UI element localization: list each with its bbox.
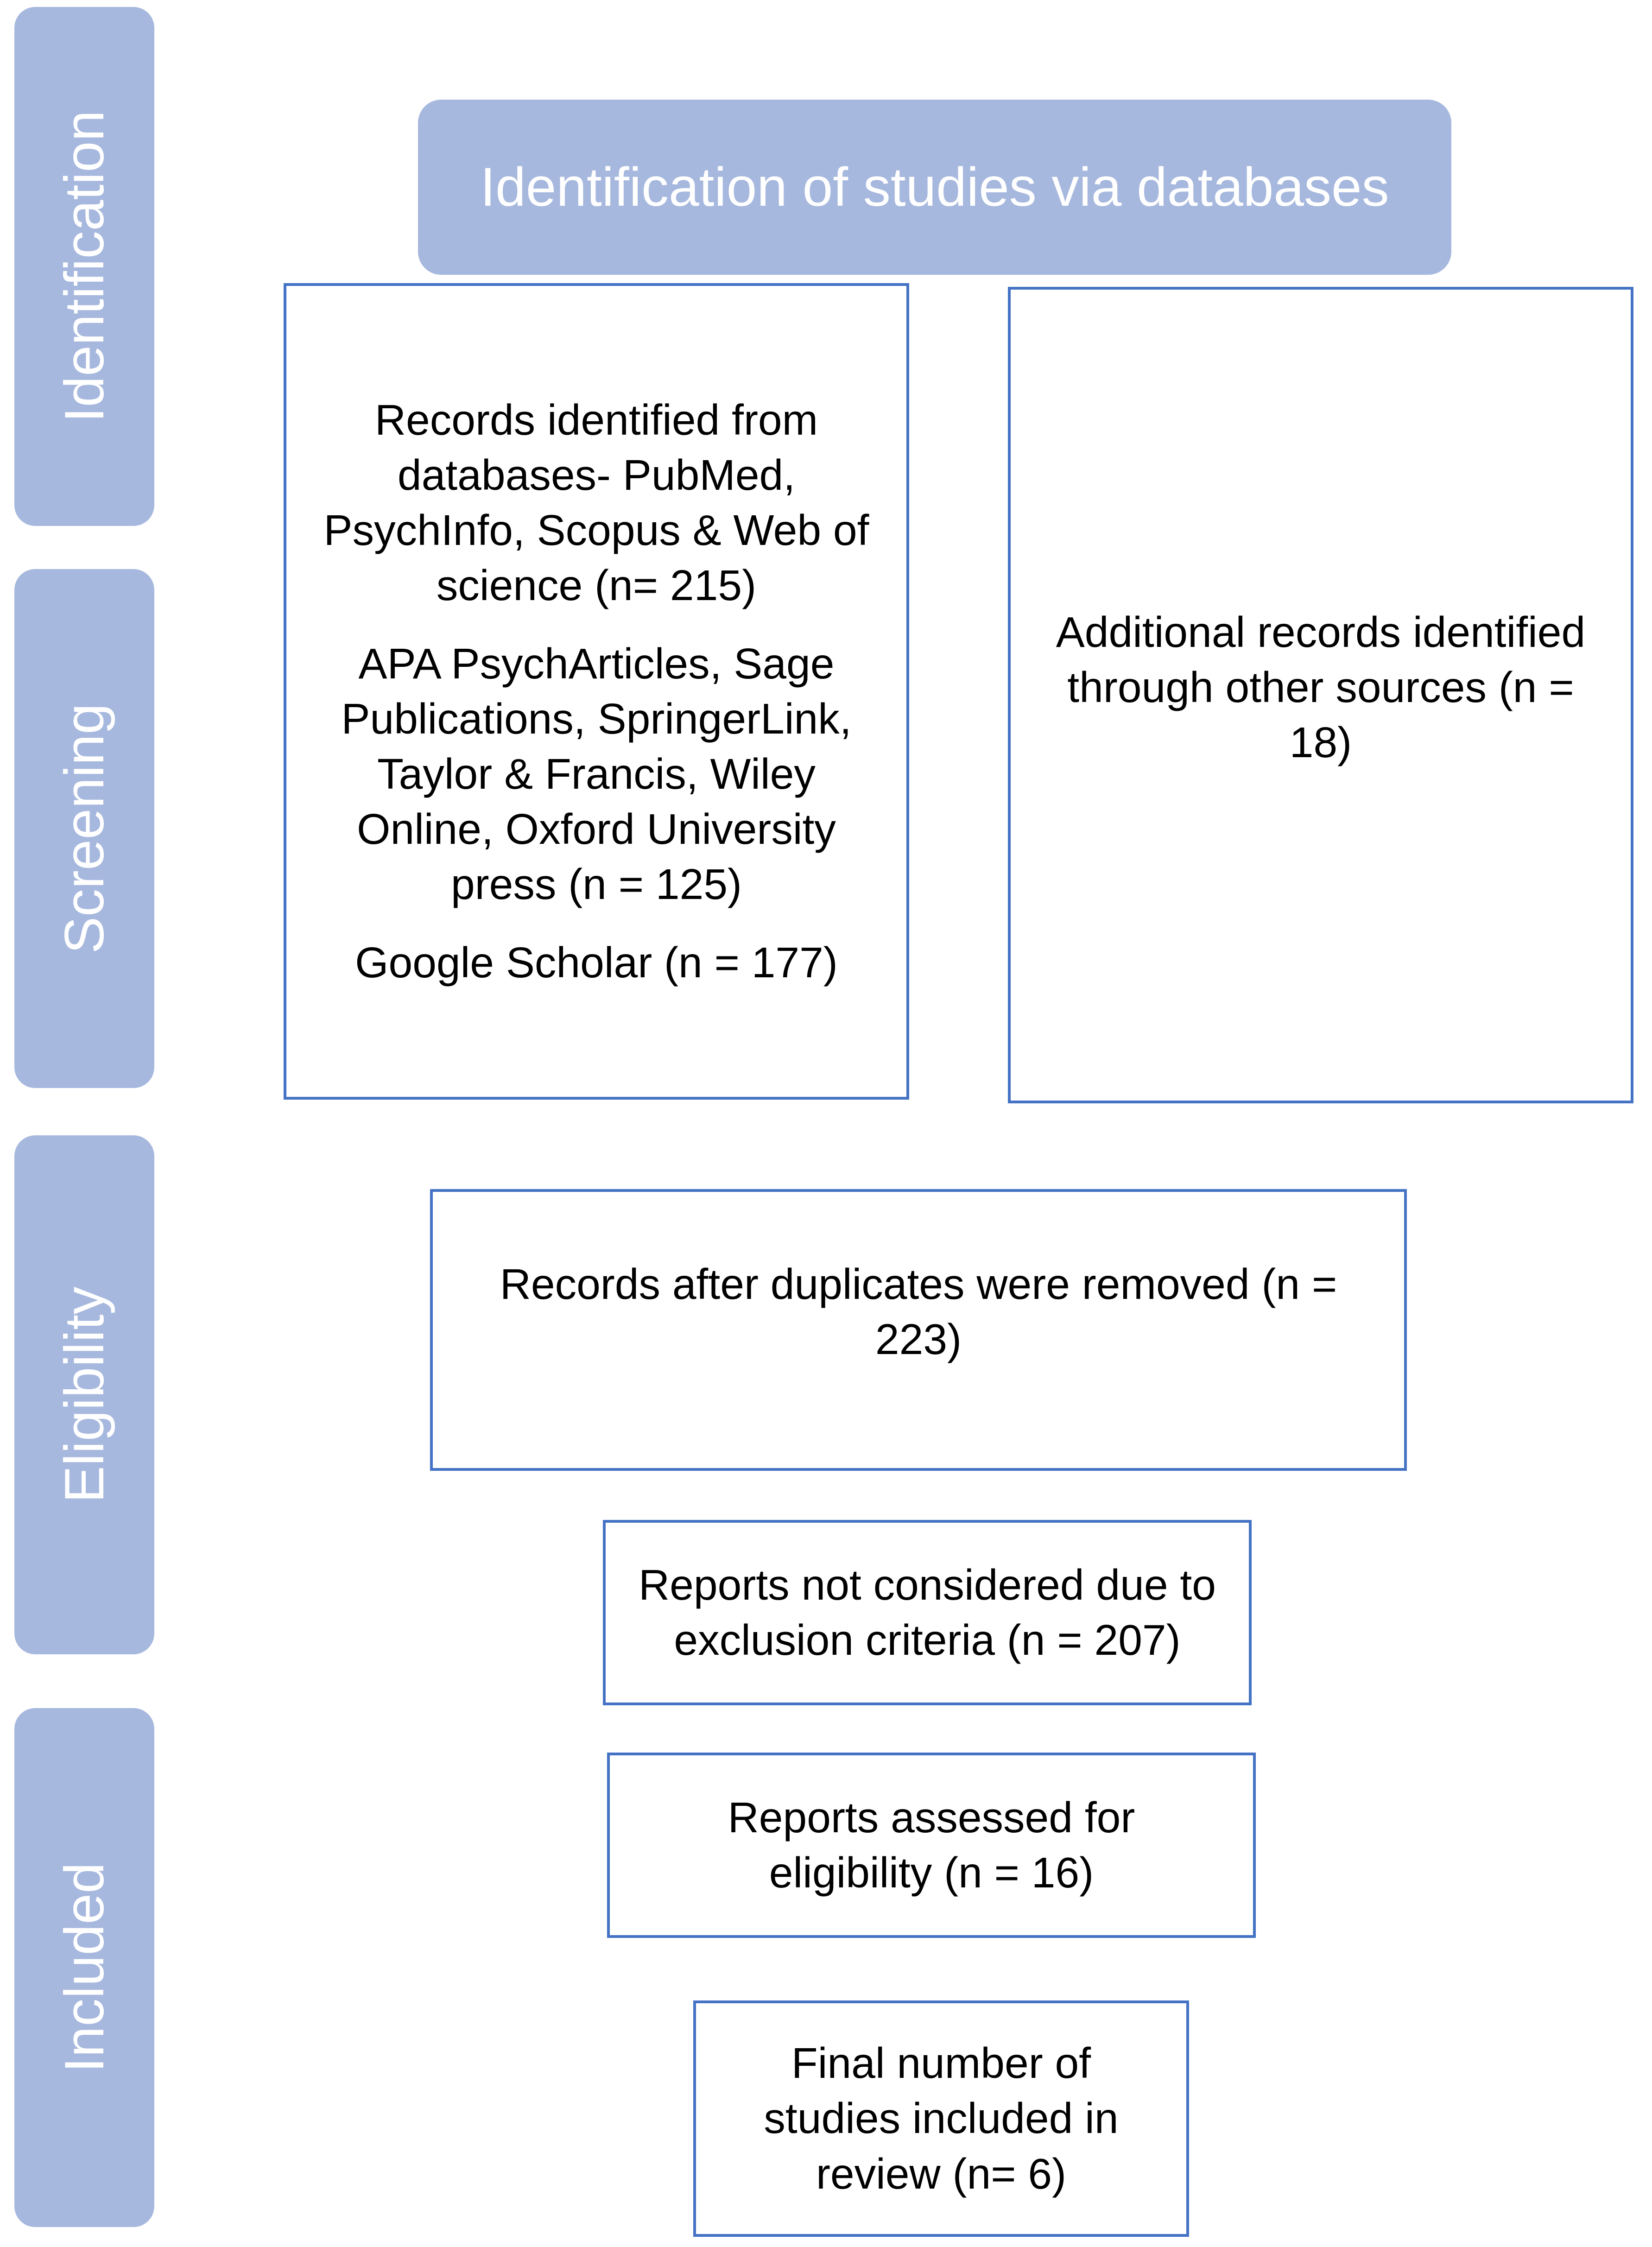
not-considered-text: Reports not considered due to exclusion … [639, 1560, 1216, 1664]
phase-identification-label: Identification [53, 110, 115, 423]
phase-screening-label: Screening [53, 703, 115, 954]
box-after-duplicates: Records after duplicates were removed (n… [430, 1189, 1407, 1471]
final-text: Final number of studies included in revi… [764, 2039, 1119, 2198]
banner-title: Identification of studies via databases [480, 157, 1389, 218]
records-databases-text: Records identified from databases- PubMe… [323, 395, 869, 609]
phase-eligibility: Eligibility [14, 1135, 154, 1654]
additional-records-text: Additional records identified through ot… [1056, 608, 1586, 767]
phase-included: Included [14, 1708, 154, 2227]
phase-included-label: Included [53, 1862, 115, 2073]
assessed-text: Reports assessed for eligibility (n = 16… [728, 1793, 1135, 1897]
phase-eligibility-label: Eligibility [53, 1286, 115, 1503]
box-additional-records: Additional records identified through ot… [1008, 287, 1633, 1103]
records-publishers-text: APA PsychArticles, Sage Publications, Sp… [341, 639, 852, 909]
box-records-databases: Records identified from databases- PubMe… [284, 283, 909, 1100]
box-not-considered: Reports not considered due to exclusion … [603, 1520, 1252, 1705]
phase-screening: Screening [14, 569, 154, 1088]
after-duplicates-text: Records after duplicates were removed (n… [500, 1260, 1337, 1364]
records-google-scholar-text: Google Scholar (n = 177) [355, 938, 838, 987]
phase-identification: Identification [14, 7, 154, 526]
box-assessed: Reports assessed for eligibility (n = 16… [607, 1753, 1256, 1938]
box-final: Final number of studies included in revi… [693, 2000, 1189, 2237]
identification-banner: Identification of studies via databases [418, 100, 1451, 275]
